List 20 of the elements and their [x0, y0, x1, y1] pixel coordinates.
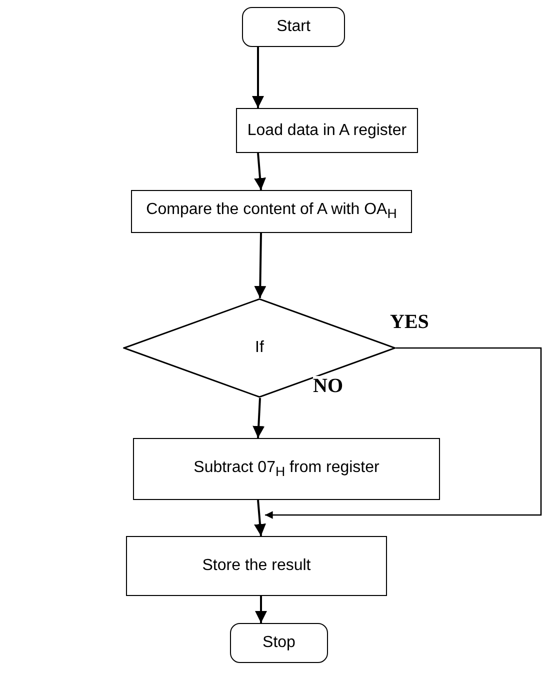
process-box — [131, 190, 412, 233]
process-box — [133, 438, 440, 500]
arrow — [254, 500, 266, 536]
terminal-box — [230, 623, 328, 663]
arrow — [254, 232, 266, 298]
arrow — [252, 47, 264, 108]
node-text: Store the result — [202, 557, 311, 575]
arrow — [255, 596, 267, 623]
node-text: Load data in A register — [247, 122, 407, 140]
node-text: Compare the content of A with OA$_{H}$ — [146, 201, 397, 222]
process-box — [126, 536, 387, 596]
node-text: If — [255, 339, 264, 357]
node-text: Start — [276, 18, 310, 36]
arrow — [254, 152, 266, 190]
terminal-box — [242, 7, 345, 47]
node-text: Stop — [262, 634, 296, 652]
process-box — [236, 108, 418, 153]
arrow — [265, 347, 542, 519]
arrow — [252, 398, 265, 438]
node-text: Subtract 07$_{H}$ from register — [194, 458, 380, 480]
